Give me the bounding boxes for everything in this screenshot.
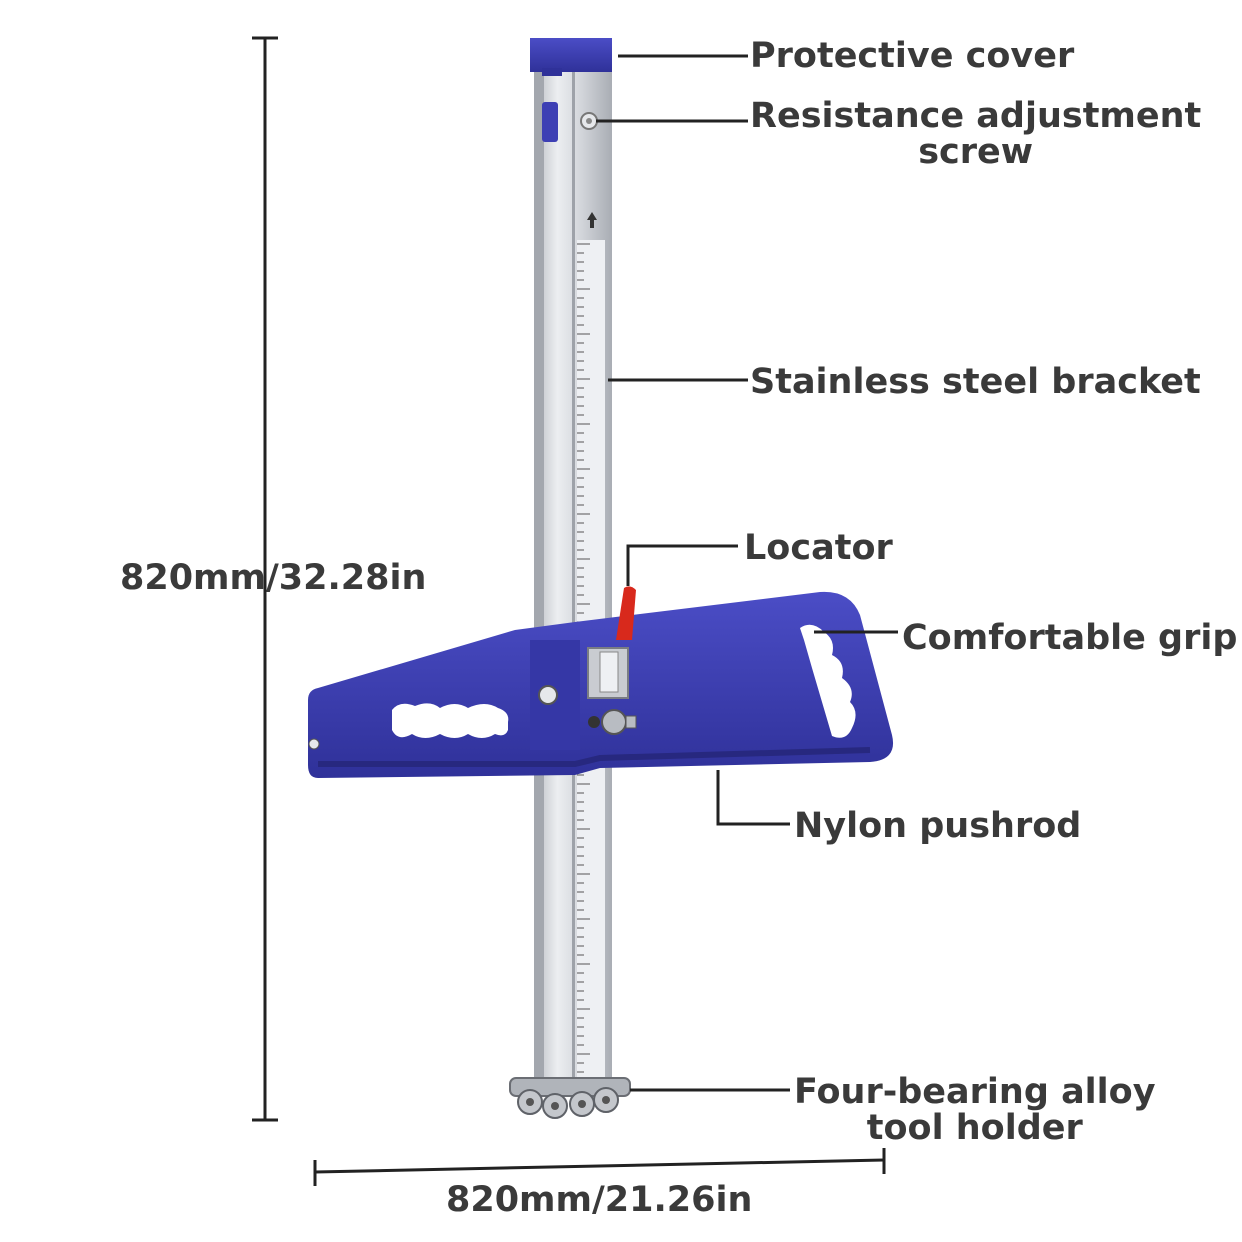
tool-holder-label: Four-bearing alloy tool holder bbox=[794, 1074, 1156, 1146]
height-dimension-line bbox=[252, 36, 278, 1122]
callout-line-locator bbox=[626, 544, 738, 586]
callout-line-pushrod bbox=[716, 770, 790, 826]
height-dimension-label: 820mm/32.28in bbox=[120, 558, 427, 598]
protective-cover-label: Protective cover bbox=[750, 36, 1075, 76]
callout-lines bbox=[596, 54, 898, 1092]
resistance-screw bbox=[580, 112, 598, 130]
resistance-screw-label-line1: Resistance adjustment bbox=[750, 96, 1202, 136]
stainless-bracket-label: Stainless steel bracket bbox=[750, 362, 1201, 402]
resistance-screw-label-line2: screw bbox=[918, 132, 1034, 172]
locator-label: Locator bbox=[744, 528, 893, 568]
tool-holder-label-line2: tool holder bbox=[866, 1108, 1083, 1148]
comfortable-grip-label: Comfortable grip bbox=[902, 618, 1238, 658]
tool-holder bbox=[509, 1077, 631, 1119]
protective-cover bbox=[530, 38, 612, 76]
locator-clamp bbox=[587, 586, 637, 735]
stainless-steel-column bbox=[534, 66, 612, 1086]
width-dimension-line bbox=[313, 1148, 886, 1186]
nylon-pushrod-label: Nylon pushrod bbox=[794, 806, 1082, 846]
up-arrow-icon bbox=[587, 212, 597, 228]
resistance-screw-label: Resistance adjustment screw bbox=[750, 98, 1201, 170]
width-dimension-label: 820mm/21.26in bbox=[446, 1180, 753, 1220]
tool-holder-label-line1: Four-bearing alloy bbox=[794, 1072, 1156, 1112]
